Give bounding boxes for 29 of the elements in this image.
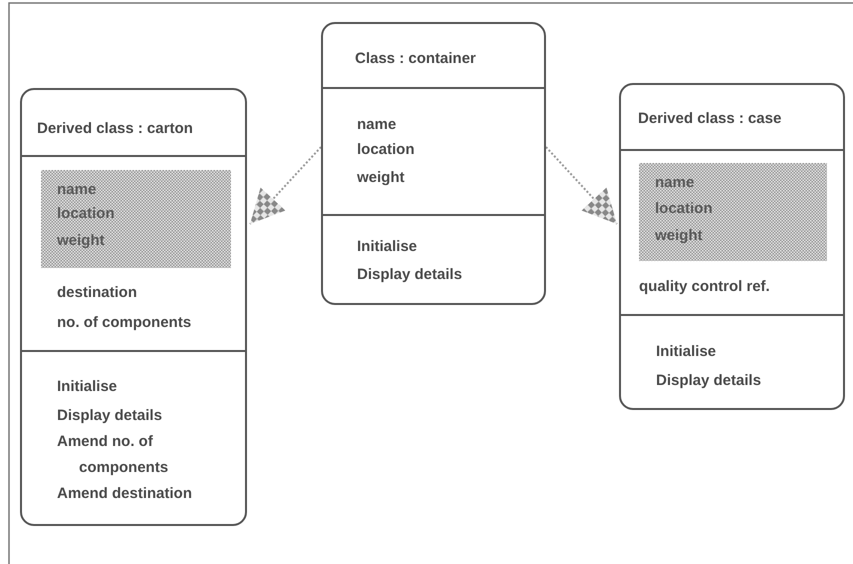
class-box bbox=[20, 88, 247, 526]
inherited-attributes-panel bbox=[639, 163, 827, 261]
member-text: weight bbox=[357, 169, 404, 187]
member-text: Amend no. of components bbox=[57, 432, 170, 478]
member-text: Display details bbox=[357, 266, 462, 284]
class-name: Derived class : carton bbox=[37, 120, 193, 138]
member-text: name bbox=[655, 174, 694, 192]
member-text: quality control ref. bbox=[639, 278, 770, 296]
inheritance-arrow bbox=[249, 146, 322, 225]
class-box bbox=[321, 22, 546, 305]
member-text: Initialise bbox=[656, 343, 716, 361]
member-text: Initialise bbox=[57, 378, 118, 396]
member-text: name bbox=[57, 181, 96, 199]
inherited-attributes-panel bbox=[41, 170, 231, 268]
member-text: Amend destination bbox=[57, 485, 192, 503]
member-text: location bbox=[655, 200, 713, 218]
member-text: location bbox=[357, 141, 415, 159]
member-text: name bbox=[357, 116, 396, 134]
member-text: weight bbox=[57, 232, 104, 250]
member-text: Display details bbox=[656, 372, 762, 390]
member-text: no. of components bbox=[57, 314, 192, 332]
member-text: Initialise bbox=[357, 238, 418, 256]
member-text: destination bbox=[57, 284, 138, 302]
class-name: Class : container bbox=[355, 50, 476, 68]
class-box bbox=[619, 83, 845, 410]
member-text: location bbox=[57, 205, 115, 223]
class-name: Derived class : case bbox=[638, 110, 782, 128]
member-text: Display details bbox=[57, 407, 162, 425]
inheritance-arrow bbox=[545, 146, 618, 225]
